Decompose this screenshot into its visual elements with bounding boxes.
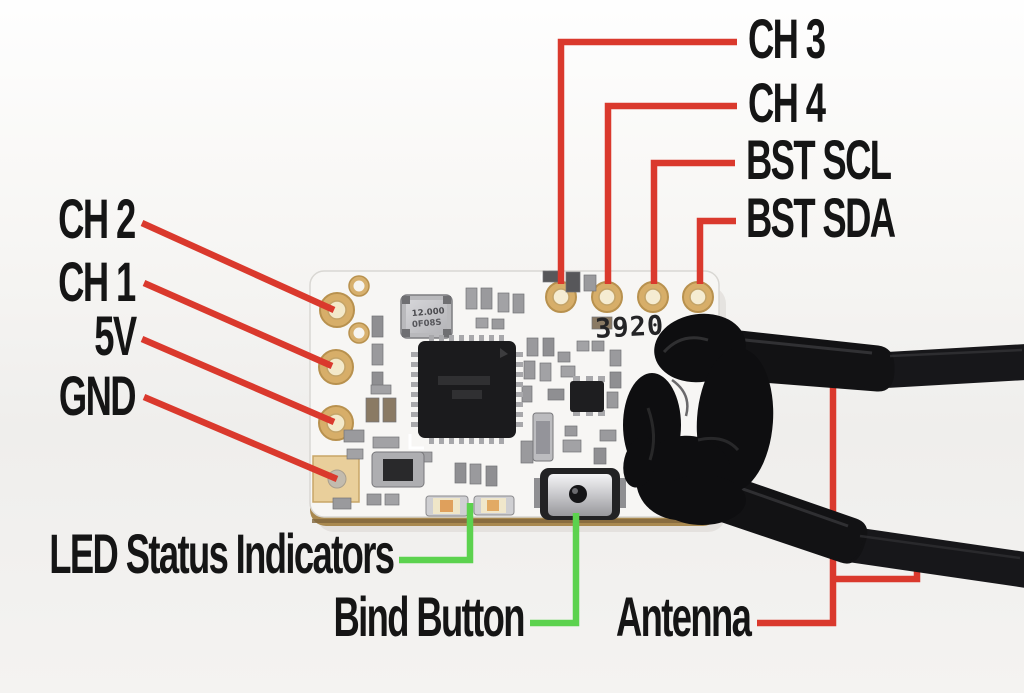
pin-label-ch3: CH 3: [748, 7, 826, 70]
crystal-oscillator: 12.000 0F08S: [400, 294, 453, 339]
silkscreen-bracket: [408, 434, 424, 450]
callout-line-bst-sda: [696, 217, 736, 284]
serial-marking: 3920: [594, 310, 665, 345]
red-callout-lines: [140, 38, 921, 627]
antenna-cable-lower: [848, 527, 1024, 588]
status-leds: [425, 495, 515, 517]
antenna-heatshrink-upper: [734, 330, 895, 392]
epoxy-blob: [623, 313, 774, 525]
callout-line-ch1: [142, 280, 334, 369]
status-led-1: [425, 495, 469, 517]
label-bind-button: Bind Button: [333, 585, 526, 648]
board-edge-line: [312, 519, 716, 523]
callout-line-antenna-1: [757, 378, 837, 627]
callout-line-bst-scl: [650, 159, 735, 284]
callout-line-led: [399, 503, 474, 564]
pin-label-ch4: CH 4: [748, 71, 826, 134]
callout-line-bind: [530, 513, 580, 627]
callout-line-ch4: [604, 102, 737, 284]
pad-bst-sda: [682, 281, 714, 313]
pad-bst-scl: [637, 281, 669, 313]
crystal-marking-line1: 12.000: [411, 306, 445, 319]
pin-label-bst-sda: BST SDA: [746, 186, 896, 249]
smd-components: [332, 270, 622, 510]
inductor: [371, 451, 425, 488]
pin-label-gnd: GND: [58, 364, 137, 427]
bind-button: [534, 468, 626, 520]
callout-line-ch3: [557, 38, 737, 284]
status-led-2: [473, 495, 515, 516]
pin-label-5v: 5V: [93, 304, 137, 367]
mounting-holes: [348, 275, 370, 344]
pad-ch1: [318, 349, 354, 385]
pad-ch4: [591, 281, 623, 313]
crystal-marking-line2: 0F08S: [412, 318, 442, 331]
main-chip: [408, 335, 523, 450]
label-led-status: LED Status Indicators: [48, 522, 395, 585]
chip-pins: [411, 335, 523, 444]
callout-line-5v: [140, 336, 336, 425]
pin-label-ch2: CH 2: [58, 187, 137, 250]
regulator-chip: [570, 376, 605, 416]
callout-line-ch2: [140, 220, 336, 313]
capacitor-large: [532, 412, 554, 462]
green-callout-lines: [399, 503, 580, 627]
pad-ch2: [319, 292, 355, 328]
pin-label-ch1: CH 1: [58, 250, 137, 313]
callout-line-gnd: [142, 394, 339, 482]
pin-label-bst-scl: BST SCL: [746, 128, 892, 191]
label-antenna: Antenna: [616, 585, 752, 648]
